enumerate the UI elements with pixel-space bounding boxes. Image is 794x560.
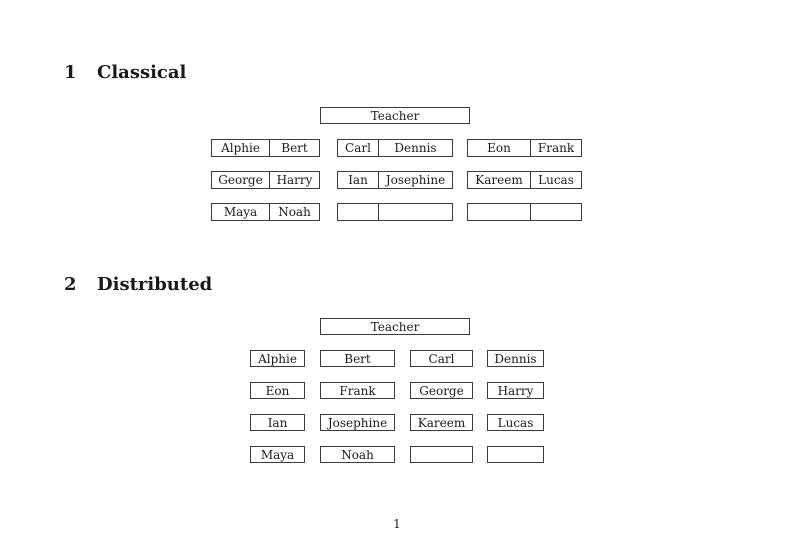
desk-seat: Frank: [537, 141, 575, 155]
desk: Frank: [320, 382, 395, 399]
desk: Dennis: [487, 350, 544, 367]
desk-seat: George: [212, 172, 270, 188]
desk-pair: Carl Dennis: [337, 139, 453, 157]
desk-pair: Alphie Bert: [211, 139, 320, 157]
teacher-node: Teacher: [320, 318, 470, 335]
desk-seat: Bert: [281, 141, 308, 155]
desk-seat: Dennis: [394, 141, 437, 155]
desk-seat: Lucas: [538, 173, 574, 187]
desk-seat: Josephine: [385, 173, 446, 187]
desk-seat: Ian: [338, 172, 379, 188]
desk-seat: Kareem: [468, 172, 531, 188]
desk-pair: Eon Frank: [467, 139, 582, 157]
desk: Josephine: [320, 414, 395, 431]
desk-seat: Harry: [276, 173, 313, 187]
section-number: 2: [64, 274, 77, 295]
teacher-label: Teacher: [370, 108, 420, 123]
section-number: 1: [64, 62, 77, 83]
desk-pair: Maya Noah: [211, 203, 320, 221]
desk: Carl: [410, 350, 473, 367]
desk: Harry: [487, 382, 544, 399]
desk: Eon: [250, 382, 305, 399]
desk-pair-empty: [337, 203, 453, 221]
section-title: Distributed: [97, 274, 213, 295]
desk-seat-empty: [531, 204, 581, 220]
desk-pair: Ian Josephine: [337, 171, 453, 189]
page-number: 1: [393, 517, 401, 531]
desk-pair: George Harry: [211, 171, 320, 189]
desk: Maya: [250, 446, 305, 463]
desk-seat: Maya: [212, 204, 270, 220]
desk: Lucas: [487, 414, 544, 431]
teacher-node: Teacher: [320, 107, 470, 124]
section-heading-distributed: 2 Distributed: [64, 274, 212, 296]
desk: George: [410, 382, 473, 399]
desk-seat-empty: [379, 204, 452, 220]
desk: Alphie: [250, 350, 305, 367]
section-title: Classical: [97, 62, 187, 83]
desk-pair-empty: [467, 203, 582, 221]
desk: Ian: [250, 414, 305, 431]
desk: Noah: [320, 446, 395, 463]
desk-empty: [487, 446, 544, 463]
desk: Kareem: [410, 414, 473, 431]
desk-seat-empty: [468, 204, 531, 220]
desk-seat: Alphie: [212, 140, 270, 156]
desk-seat: Carl: [338, 140, 379, 156]
desk: Bert: [320, 350, 395, 367]
desk-empty: [410, 446, 473, 463]
section-heading-classical: 1 Classical: [64, 62, 186, 84]
desk-pair: Kareem Lucas: [467, 171, 582, 189]
desk-seat: Noah: [278, 205, 311, 219]
desk-seat: Eon: [468, 140, 531, 156]
teacher-label: Teacher: [370, 319, 420, 334]
desk-seat-empty: [338, 204, 379, 220]
